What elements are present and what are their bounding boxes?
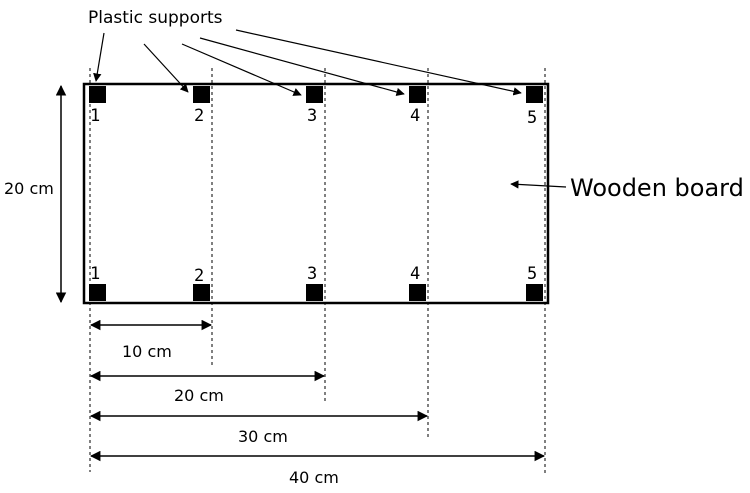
support-top-1 — [89, 86, 106, 103]
support-number-bottom-3: 3 — [307, 264, 317, 284]
support-top-2 — [193, 86, 210, 103]
support-number-top-1: 1 — [90, 106, 100, 126]
support-number-bottom-5: 5 — [527, 264, 537, 284]
arrow-to-support-2 — [143, 43, 189, 93]
dimension-label-10cm: 10 cm — [122, 342, 172, 361]
support-bottom-1 — [89, 284, 106, 301]
support-top-3 — [306, 86, 323, 103]
wooden-board — [82, 82, 550, 305]
support-number-top-5: 5 — [527, 108, 537, 128]
arrow-to-support-4 — [199, 37, 405, 97]
support-number-bottom-1: 1 — [90, 264, 100, 284]
wooden-board-arrow — [510, 180, 567, 189]
plastic-supports-label: Plastic supports — [88, 8, 223, 28]
dimension-label-30cm: 30 cm — [238, 427, 288, 446]
arrow-to-support-5 — [235, 29, 522, 96]
support-number-top-2: 2 — [194, 106, 204, 126]
arrow-to-support-1 — [93, 32, 105, 82]
arrow-to-support-3 — [181, 43, 302, 96]
support-bottom-4 — [409, 284, 426, 301]
support-number-top-3: 3 — [307, 106, 317, 126]
supports-top — [89, 86, 543, 103]
dimension-label-20cm: 20 cm — [174, 386, 224, 405]
support-number-top-4: 4 — [410, 106, 420, 126]
dimension-label-40cm: 40 cm — [289, 468, 339, 487]
wooden-board-label: Wooden board — [570, 174, 744, 202]
support-top-5 — [526, 86, 543, 103]
horizontal-dimensions — [89, 319, 546, 462]
support-number-bottom-4: 4 — [410, 264, 420, 284]
height-dimension-label: 20 cm — [4, 179, 54, 198]
support-bottom-2 — [193, 284, 210, 301]
support-number-bottom-2: 2 — [194, 266, 204, 286]
reference-lines — [89, 68, 546, 476]
support-top-4 — [409, 86, 426, 103]
support-bottom-5 — [526, 284, 543, 301]
supports-bottom — [89, 284, 543, 301]
support-bottom-3 — [306, 284, 323, 301]
plastic-supports-arrows — [93, 29, 522, 97]
